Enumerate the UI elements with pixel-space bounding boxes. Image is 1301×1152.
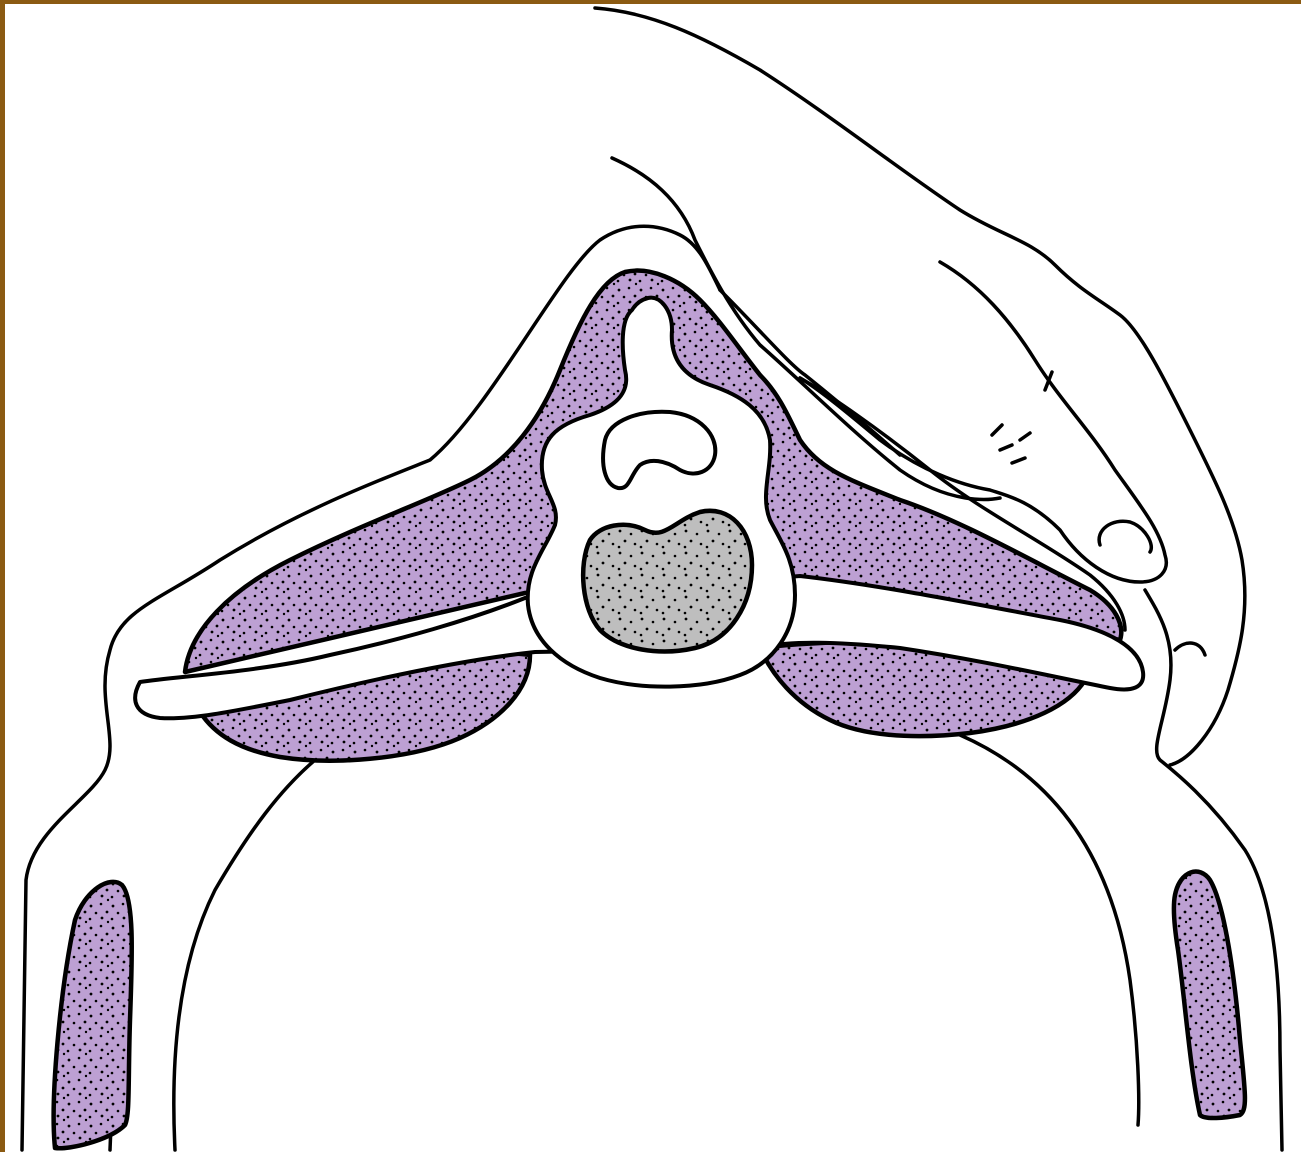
- thumb-nail: [1099, 521, 1151, 552]
- right-lateral-muscle: [1174, 872, 1245, 1118]
- left-lateral-muscle: [54, 882, 132, 1148]
- fascia-outline: [174, 760, 315, 1150]
- fascia-outline-right: [960, 735, 1139, 1125]
- finger-tip-detail: [1175, 643, 1205, 655]
- knuckle-crease-2: [992, 425, 1030, 463]
- vertebral-body: [583, 511, 752, 652]
